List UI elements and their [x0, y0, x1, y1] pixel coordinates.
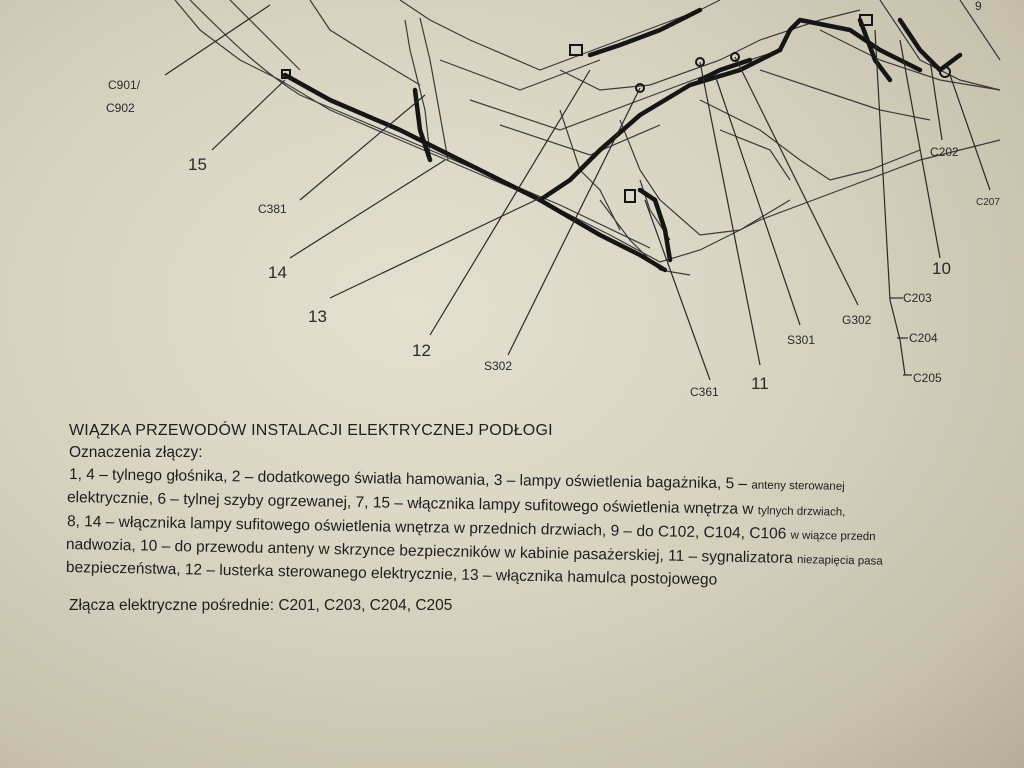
caption-text: 1, 4 – tylnego głośnika, 2 – dodatkowego… — [68, 466, 752, 493]
label-c381: C381 — [258, 202, 287, 216]
label-11: 11 — [751, 374, 769, 393]
caption-text-small: tylnych drzwiach, — [757, 505, 846, 519]
label-c205: C205 — [913, 371, 942, 385]
caption-line: Złącza elektryczne pośrednie: C201, C203… — [69, 597, 453, 614]
label-c204: C204 — [909, 331, 938, 345]
caption-text-small: anteny sterowanej — [751, 479, 845, 493]
floor-outline — [174, 0, 1001, 276]
label-14: 14 — [268, 263, 287, 282]
harness-wires — [282, 7, 963, 273]
label-s301: S301 — [787, 333, 815, 347]
caption-text-small: w wiązce przedn — [790, 529, 876, 544]
label-12: 12 — [412, 341, 431, 360]
label-s302: S302 — [484, 359, 512, 373]
caption-subtitle: Oznaczenia złączy: — [69, 444, 203, 461]
label-c203: C203 — [903, 291, 932, 305]
label-9: 9 — [975, 0, 982, 13]
label-c202: C202 — [930, 145, 959, 159]
label-c901: C901/ — [108, 78, 141, 92]
wiring-harness-diagram: C901/ C902 15 C381 14 13 12 S302 C361 11… — [106, 0, 1001, 399]
caption-text-small: niezapięcia pasa — [796, 554, 883, 568]
label-g302: G302 — [842, 313, 872, 327]
label-15: 15 — [188, 155, 207, 174]
caption-title: WIĄZKA PRZEWODÓW INSTALACJI ELEKTRYCZNEJ… — [69, 422, 553, 439]
diagram-labels: C901/ C902 15 C381 14 13 12 S302 C361 11… — [106, 0, 1000, 399]
label-c207: C207 — [976, 197, 1000, 208]
label-13: 13 — [308, 307, 327, 326]
leader-lines — [164, 4, 991, 381]
connector-marks — [281, 14, 951, 203]
label-c361: C361 — [690, 385, 719, 399]
label-c902: C902 — [106, 101, 135, 115]
label-10: 10 — [932, 259, 951, 278]
